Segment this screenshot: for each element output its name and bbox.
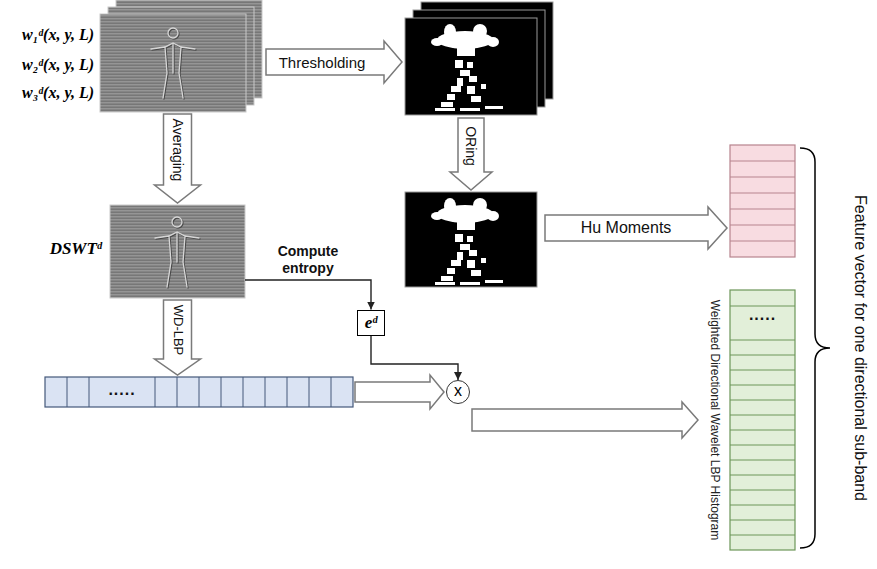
- subband-label: w₃ᵈ(x, y, L): [22, 84, 94, 102]
- block-arrow: [355, 375, 444, 409]
- multiply-sign: x: [454, 383, 462, 399]
- subband-label: w₁ᵈ(x, y, L): [22, 26, 94, 44]
- averaged-image: [110, 205, 245, 298]
- ored-image: [405, 192, 537, 287]
- vector-caption: Weighted Directional Wavelet LBP Histogr…: [707, 300, 721, 541]
- edge-label: Averaging: [170, 117, 186, 182]
- edge-label: Compute entropy: [265, 243, 351, 277]
- ellipsis: .....: [89, 381, 155, 399]
- block-arrow: [155, 300, 201, 375]
- operation-label: Hu Moments: [581, 219, 672, 237]
- subband-label: w₂ᵈ(x, y, L): [22, 56, 94, 74]
- edge-label: WD-LBP: [170, 303, 185, 356]
- operation-label: ORing: [463, 126, 479, 166]
- weighted-histogram-vector: [730, 290, 795, 550]
- threshold-image-stack: [405, 2, 553, 115]
- figure-silhouette: [151, 28, 196, 99]
- arrow-line: [245, 280, 371, 310]
- threshold-blobs: [431, 198, 503, 285]
- curly-brace: [800, 148, 830, 548]
- vector-cells: [730, 161, 795, 241]
- hu-moment-vector: [730, 145, 795, 257]
- brace-caption: Feature vector for one directional sub-b…: [851, 195, 869, 501]
- figure-silhouette: [155, 217, 200, 288]
- block-arrow: [266, 41, 402, 83]
- binary-image: [405, 192, 537, 287]
- block-arrow: [450, 118, 492, 190]
- threshold-blobs: [431, 24, 503, 111]
- block-arrow: [472, 402, 698, 438]
- image-label: DSWTᵈ: [50, 239, 102, 259]
- weighted-lbp-histogram: ..... Weighted Directional Wavelet LBP Hi…: [700, 290, 795, 550]
- histogram-frame: [45, 377, 353, 407]
- lbp-histogram-bar: .....: [45, 377, 353, 407]
- block-arrow: [545, 207, 727, 249]
- vector-cells: [730, 306, 795, 535]
- vector-frame: [730, 290, 795, 550]
- block-arrow: [155, 114, 201, 203]
- operation-label: Thresholding: [279, 54, 366, 71]
- dswt-image: DSWTᵈ: [110, 205, 245, 298]
- dswt-image: [110, 205, 245, 298]
- subband-image: [100, 14, 246, 112]
- arrow-line: [371, 336, 458, 381]
- lbp-histogram-bar: [45, 377, 353, 407]
- entropy-box: eᵈ: [357, 310, 385, 336]
- vector-frame: [730, 145, 795, 257]
- histogram-cells: [67, 377, 331, 407]
- ellipsis: .....: [730, 306, 795, 324]
- subband-image-stack: [100, 0, 262, 112]
- binary-image: [405, 18, 537, 115]
- multiply-circle: x: [446, 380, 470, 404]
- subband-image-stack: w₁ᵈ(x, y, L)w₂ᵈ(x, y, L)w₃ᵈ(x, y, L): [100, 0, 262, 112]
- entropy-symbol: eᵈ: [365, 313, 378, 333]
